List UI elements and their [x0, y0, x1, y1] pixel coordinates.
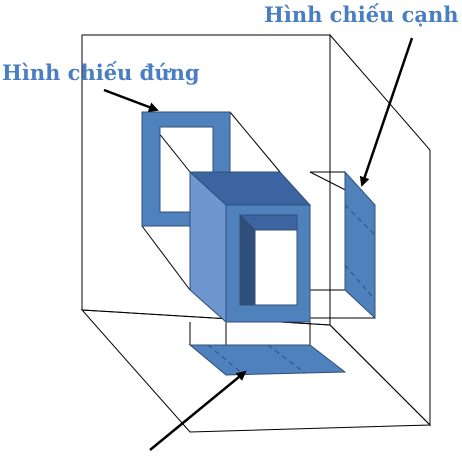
arrow-side-projection	[359, 37, 414, 187]
arrow-top-projection	[149, 370, 247, 451]
arrow-front-projection	[103, 88, 159, 112]
side-projection-shape	[344, 170, 376, 320]
front-projection-label: Hình chiếu đứng	[2, 60, 200, 85]
side-projection-label: Hình chiếu cạnh	[264, 2, 459, 27]
hollow-box-object	[188, 170, 312, 324]
top-projection-shape	[188, 344, 347, 376]
